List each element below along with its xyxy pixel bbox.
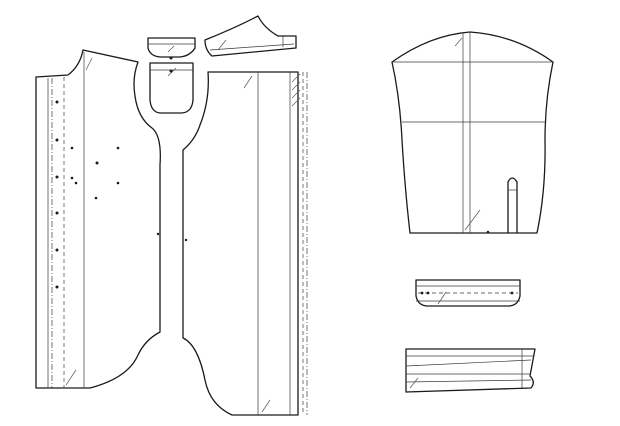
notch-dot <box>184 238 188 242</box>
front-piece-outline <box>35 49 161 389</box>
button-mark <box>55 285 59 289</box>
front-grain-mark <box>65 369 77 386</box>
cuff-buttonhole-mark <box>510 291 514 295</box>
back-grain-mark <box>261 399 271 413</box>
sleeve-notch-dot <box>486 230 490 234</box>
back-piece <box>182 71 308 416</box>
pocket-flap <box>147 37 196 60</box>
back-top-mark <box>243 75 253 89</box>
waistband-line-2 <box>405 359 532 367</box>
placement-dot <box>94 196 98 200</box>
waistband-grain-mark <box>409 377 419 389</box>
cuff-button-mark <box>426 291 430 295</box>
placement-dot <box>116 146 120 150</box>
button-mark <box>55 175 59 179</box>
flap-button-mark <box>169 56 173 60</box>
waistband <box>405 348 536 393</box>
pocket-button-mark <box>169 69 173 73</box>
collar-grain-mark <box>217 39 227 51</box>
collar <box>204 15 297 57</box>
back-piece-outline <box>182 71 299 416</box>
front-piece <box>35 49 161 389</box>
collar-outline <box>204 15 297 57</box>
sleeve-top-mark <box>454 37 463 47</box>
pocket-flap-outline <box>147 37 196 58</box>
cuff <box>415 279 521 307</box>
sleeve-grain-mark <box>464 209 481 231</box>
fold-hatch <box>291 73 301 107</box>
button-mark <box>55 211 59 215</box>
waistband-outline <box>405 348 536 393</box>
cuff-outline <box>415 279 521 307</box>
placement-dot <box>70 176 74 180</box>
sleeve <box>391 31 554 234</box>
front-shoulder-mark <box>85 57 93 71</box>
cuff-button-mark <box>420 291 424 295</box>
pocket-bag-outline <box>149 62 194 114</box>
waistband-line-4 <box>405 379 532 383</box>
pocket-bag <box>149 62 194 114</box>
notch-dot <box>156 232 160 236</box>
sleeve-placket <box>507 177 518 233</box>
cuff-grain-mark <box>437 291 447 305</box>
placement-dot <box>116 181 120 185</box>
flap-grain-mark <box>167 45 175 53</box>
button-mark <box>55 138 59 142</box>
collar-fold-line <box>209 43 295 51</box>
placement-dot <box>95 161 99 165</box>
button-mark <box>55 100 59 104</box>
button-mark <box>55 248 59 252</box>
placement-dot <box>70 146 74 150</box>
placement-dot <box>74 181 78 185</box>
